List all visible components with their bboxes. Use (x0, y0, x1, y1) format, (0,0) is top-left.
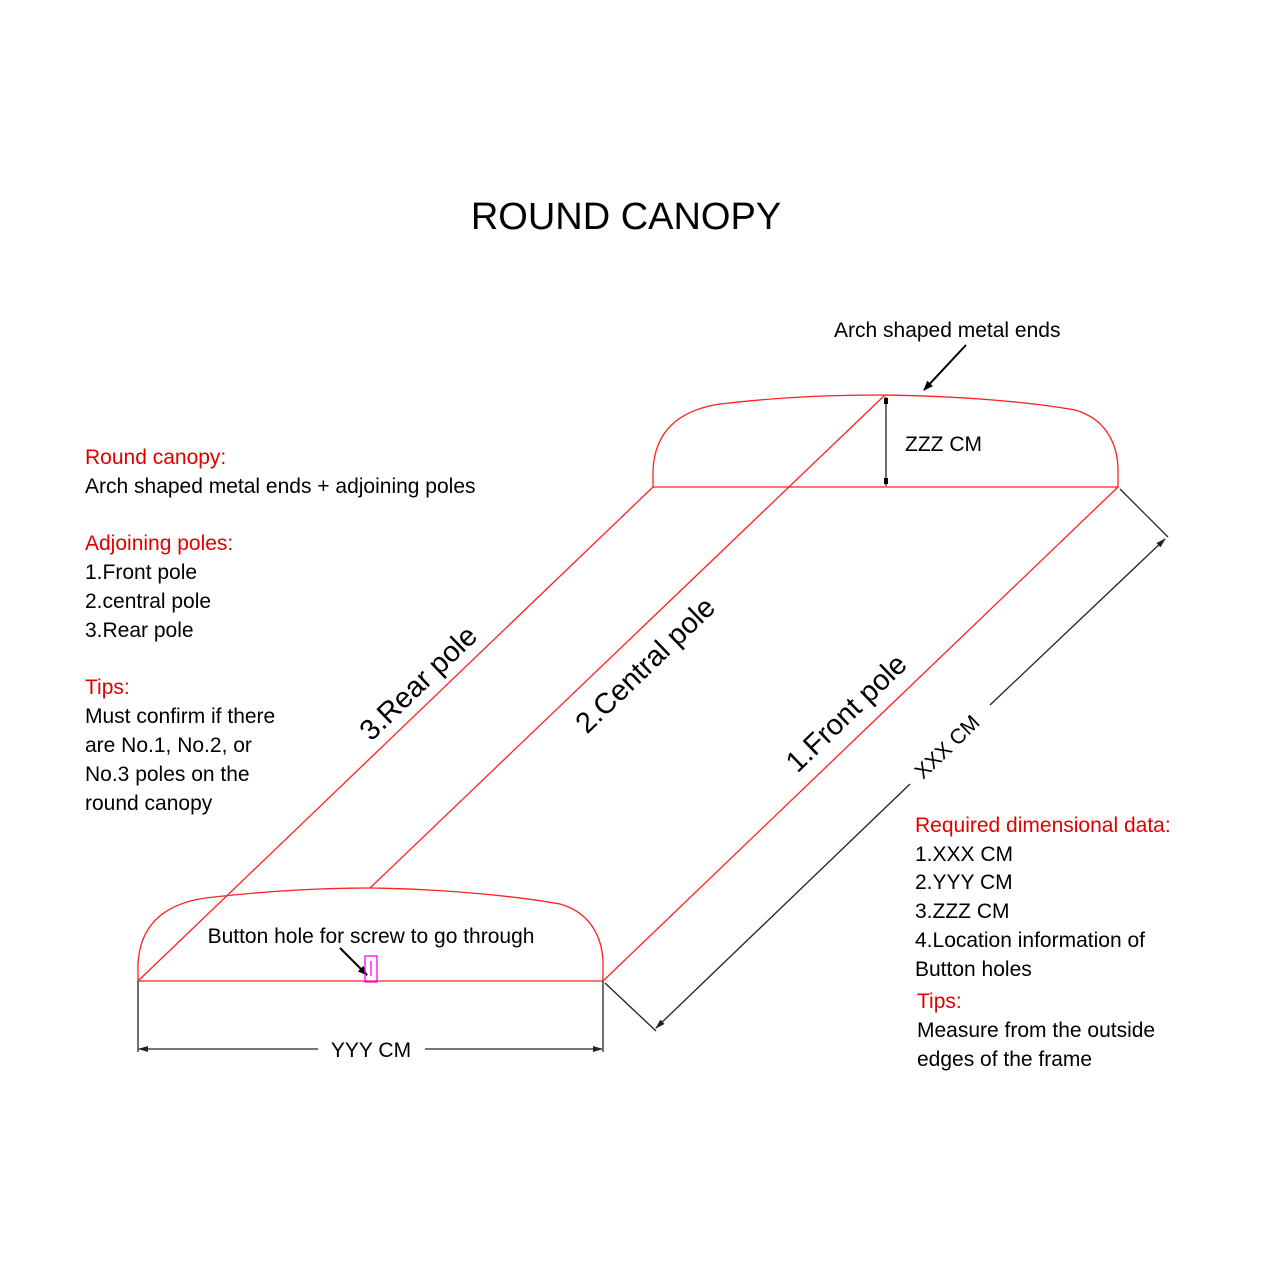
pole-item: 3.Rear pole (85, 619, 194, 642)
xxx-label: XXX CM (911, 711, 985, 783)
button-hole-marker (364, 955, 378, 983)
button-hole-label: Button hole for screw to go through (208, 925, 535, 948)
poles-heading: Adjoining poles: (85, 532, 233, 555)
zzz-label: ZZZ CM (905, 433, 982, 456)
required-item: 2.YYY CM (915, 871, 1013, 894)
front-pole (602, 486, 1119, 982)
yyy-label: YYY CM (331, 1039, 411, 1062)
rear-pole (137, 486, 654, 982)
right-tips-heading: Tips: (917, 990, 962, 1013)
top-arch-end (652, 394, 1119, 488)
tip-line: Must confirm if there (85, 705, 275, 728)
arch-ends-label: Arch shaped metal ends (834, 319, 1060, 342)
front-pole-label: 1.Front pole (780, 648, 914, 779)
pole-item: 2.central pole (85, 590, 211, 613)
left-notes: Round canopy: Arch shaped metal ends + a… (85, 446, 476, 815)
central-pole (369, 394, 886, 889)
rear-pole-label: 3.Rear pole (354, 620, 484, 747)
page-title: ROUND CANOPY (471, 196, 781, 238)
required-data-heading: Required dimensional data: (915, 814, 1171, 837)
central-pole-label: 2.Central pole (570, 591, 722, 739)
required-item: 1.XXX CM (915, 843, 1013, 866)
xxx-dimension-line-upper (989, 538, 1166, 706)
tip-line: No.3 poles on the (85, 763, 250, 786)
right-tip-line: edges of the frame (917, 1048, 1092, 1071)
button-hole-arrow-icon (339, 947, 368, 976)
required-item: 4.Location information of (915, 929, 1145, 952)
required-item: Button holes (915, 958, 1032, 981)
tip-line: round canopy (85, 792, 213, 815)
round-canopy-text: Arch shaped metal ends + adjoining poles (85, 475, 476, 498)
xxx-dimension-line-lower (655, 783, 911, 1029)
pole-item: 1.Front pole (85, 561, 197, 584)
right-notes: Required dimensional data: 1.XXX CM 2.YY… (915, 814, 1171, 1071)
arch-arrow-icon (923, 344, 967, 391)
tips-heading: Tips: (85, 676, 130, 699)
round-canopy-heading: Round canopy: (85, 446, 226, 469)
right-tip-line: Measure from the outside (917, 1019, 1155, 1042)
tip-line: are No.1, No.2, or (85, 734, 252, 757)
required-item: 3.ZZZ CM (915, 900, 1010, 923)
